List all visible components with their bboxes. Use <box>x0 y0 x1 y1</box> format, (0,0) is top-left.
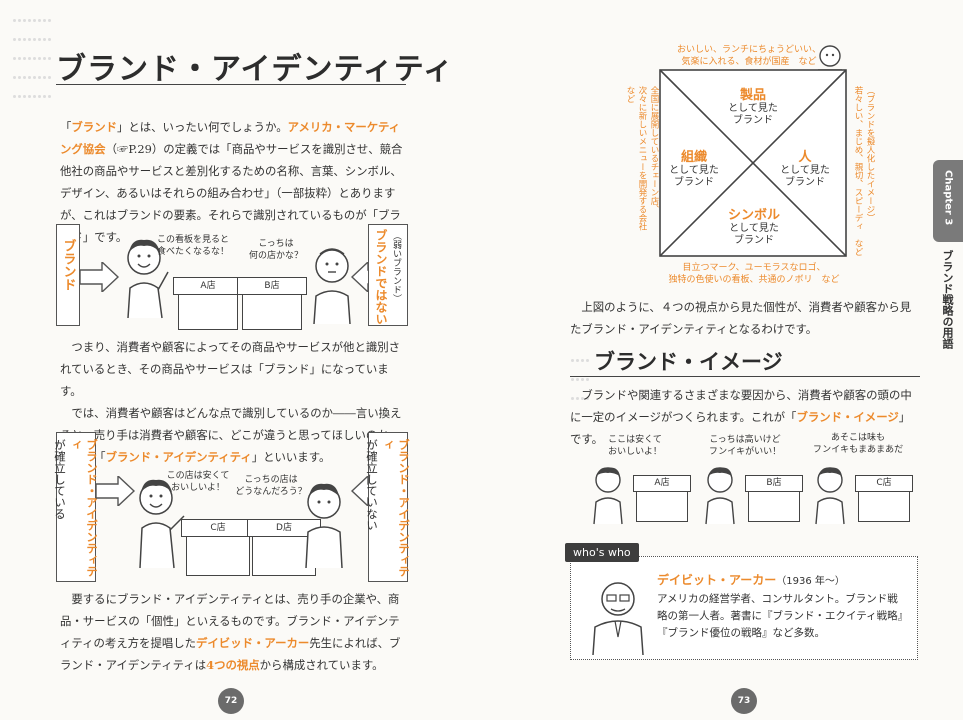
arrow-right-icon <box>96 476 136 506</box>
speech-bubble-left: この看板を見ると 食べたくなるな！ <box>156 235 229 257</box>
quadrant-product: 製品 として見た ブランド <box>728 88 778 126</box>
right-sign-no-identity: ブランド・アイデンティティ が確立していない <box>365 432 411 582</box>
subtitle-underline <box>570 376 920 377</box>
decor-dots <box>12 8 52 103</box>
figure-brand-vs-not: ブランド この看板を見ると 食べたくなるな！ こっちは 何の店かな？ A店 B店… <box>56 224 408 332</box>
chapter-tab: Chapter 3 <box>933 160 963 242</box>
person-heading: デイビット・アーカー（1936 年〜） <box>657 573 845 587</box>
page-number-right: 73 <box>731 688 757 714</box>
shop-b: B店 <box>745 475 803 522</box>
customer-icon-3 <box>815 467 845 525</box>
quadrant-symbol: シンボル として見た ブランド <box>727 208 780 246</box>
quadrant-organization: 組織 として見た ブランド <box>669 150 719 188</box>
left-sign-identity: ブランド・アイデンティティ が確立している <box>53 432 99 582</box>
page-number-left: 72 <box>218 688 244 714</box>
whos-who-label: who's who <box>565 543 639 562</box>
customer-thinking-icon <box>305 483 343 569</box>
shop-c: C店 <box>855 475 913 522</box>
page-title: ブランド・アイデンティティ <box>56 52 454 87</box>
speech-bubble-1: ここは安くて おいしいよ！ <box>608 435 662 457</box>
subtitle-dots <box>570 348 592 405</box>
product-note: おいしい、ランチにちょうどいい、 気楽に入れる、食材が国産 など <box>676 45 821 67</box>
aaker-portrait-icon <box>592 582 644 655</box>
shop-c: C店 <box>181 519 255 576</box>
speech-bubble-3: あそこは味も フンイキもまあまあだ <box>812 433 904 455</box>
customer-happy-icon <box>127 239 169 319</box>
shop-a: A店 <box>173 277 243 330</box>
quadrant-person: 人 として見た ブランド <box>780 150 830 188</box>
person-description: アメリカの経営学者、コンサルタント。ブランド戦略の第一人者。著書に『ブランド・エ… <box>657 593 903 639</box>
speech-bubble-right: こっちは 何の店かな？ <box>248 239 303 261</box>
left-sign-brand: ブランド <box>56 224 80 326</box>
customer-happy-icon <box>139 479 185 569</box>
right-sign-not-brand: （弱いブランド） ブランドではない <box>368 224 408 326</box>
shop-b: B店 <box>237 277 307 330</box>
side-title: ブランド戦略の用語 <box>941 250 954 349</box>
organization-note: 全国に展開しているチェーン店、 次々に新しいメニューを開発する会社 など <box>625 86 659 231</box>
arrow-right-icon <box>80 262 120 292</box>
speech-bubble-right: こっちの店は どうなんだろう？ <box>235 475 307 497</box>
x-diagram-frame <box>659 69 847 257</box>
figure-identity: ブランド・アイデンティティ が確立している この店は安くて おいしいよ！ こっち… <box>53 432 411 582</box>
symbol-note: 目立つマーク、ユーモラスなロゴ、 独特の色使いの看板、共通のノボリ など <box>668 263 840 285</box>
person-note: （ブランドを擬人化したイメージ） 若々しい、まじめ、親切、スピーディ など <box>853 86 875 256</box>
subtitle: ブランド・イメージ <box>594 350 783 374</box>
customer-icon-2 <box>705 467 735 525</box>
title-underline <box>56 84 406 85</box>
right-paragraph-2: ブランドや関連するさまざまな要因から、消費者や顧客の頭の中に一定のイメージがつく… <box>570 388 912 446</box>
shop-a: A店 <box>633 475 691 522</box>
speech-bubble-2: こっちは高いけど フンイキがいい！ <box>708 435 782 457</box>
intro-paragraph: 「ブランド」とは、いったい何でしょうか。アメリカ・マーケティング協会（☞P.29… <box>60 120 403 244</box>
customer-icon-1 <box>593 467 623 525</box>
speech-bubble-left: この店は安くて おいしいよ！ <box>166 471 230 493</box>
whos-who-box: who's who デイビット・アーカー（1936 年〜） アメリカの経営学者、… <box>565 543 918 660</box>
paragraph-4: 要するにブランド・アイデンティティとは、売り手の企業や、商品・サービスの「個性」… <box>60 592 401 672</box>
right-paragraph-1: 上図のように、４つの視点から見た個性が、消費者や顧客から見たブランド・アイデンテ… <box>570 300 912 336</box>
customer-confused-icon <box>313 248 351 325</box>
four-viewpoints-diagram: おいしい、ランチにちょうどいい、 気楽に入れる、食材が国産 など 製品 として見… <box>624 40 882 288</box>
figure-brand-image: ここは安くて おいしいよ！ こっちは高いけど フンイキがいい！ あそこは味も フ… <box>580 432 916 528</box>
